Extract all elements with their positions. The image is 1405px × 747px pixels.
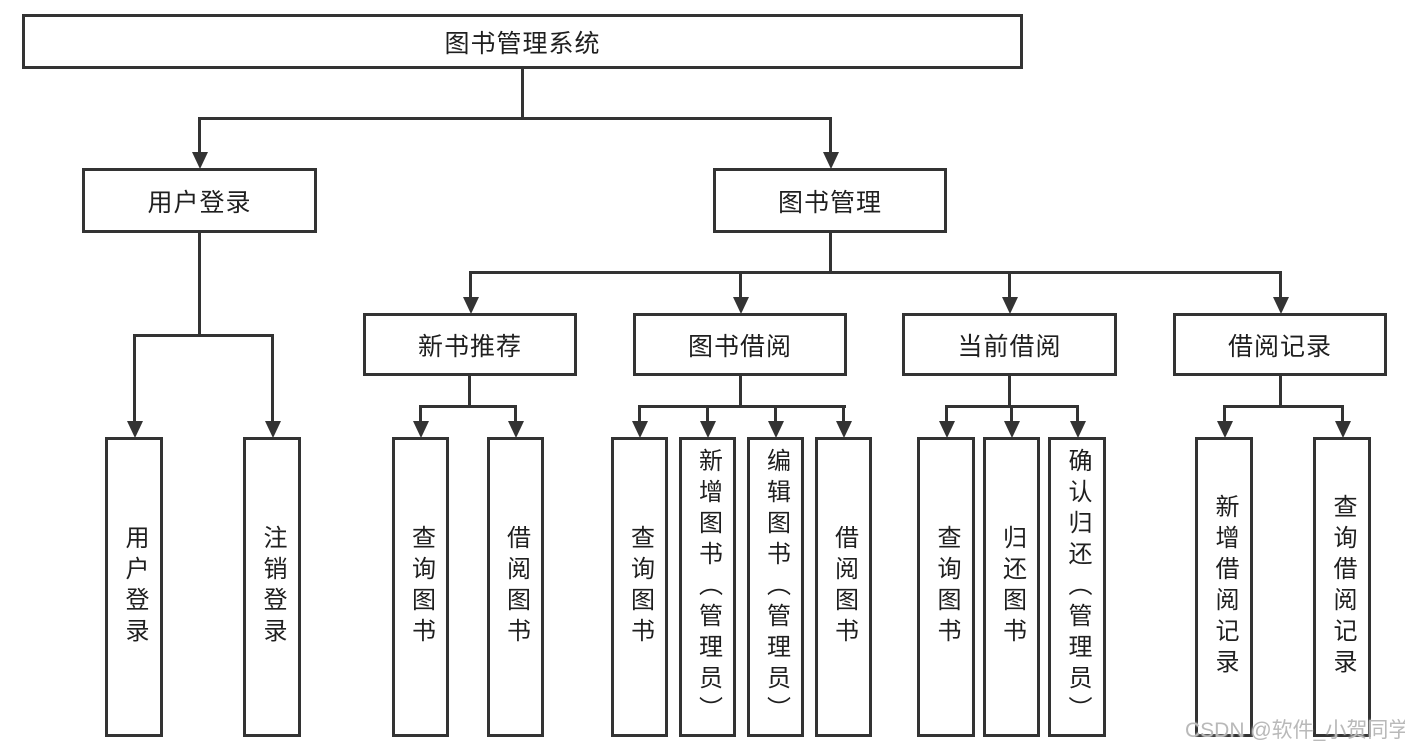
arrow-to-leaf-edit-book <box>774 405 777 421</box>
edge-borrow-record-bar <box>1223 405 1343 408</box>
leaf-label: 归还图书 <box>998 525 1026 649</box>
leaf-label: 新增借阅记录 <box>1211 494 1238 680</box>
edge-current-borrow-stub <box>1008 375 1011 408</box>
node-user-login: 用户登录 <box>82 168 317 233</box>
leaf-edit-book-admin: 编辑图书（管理员） <box>747 437 804 737</box>
edge-new-book-recommend-bar <box>419 405 517 408</box>
arrow-to-book-borrow <box>739 271 742 297</box>
arrow-to-leaf-query-book-2 <box>638 405 641 421</box>
node-label: 图书借阅 <box>687 332 792 361</box>
arrow-to-leaf-return-book <box>1010 405 1013 421</box>
leaf-label: 借阅图书 <box>830 525 858 649</box>
arrow-to-borrow-record <box>1279 271 1282 297</box>
edge-level2-bar <box>198 117 831 120</box>
edge-user-login-bar <box>133 334 274 337</box>
arrow-to-leaf-borrow-book-1 <box>514 405 517 421</box>
arrow-to-leaf-add-book <box>706 405 709 421</box>
arrow-to-leaf-query-book-3 <box>945 405 948 421</box>
edge-borrow-record-stub <box>1279 375 1282 408</box>
node-current-borrow: 当前借阅 <box>902 313 1117 376</box>
edge-level3-bar <box>469 271 1282 274</box>
leaf-label: 新增图书（管理员） <box>694 447 722 727</box>
leaf-label: 查询图书 <box>407 525 435 649</box>
node-label: 借阅记录 <box>1227 332 1332 361</box>
leaf-label: 编辑图书（管理员） <box>762 447 790 727</box>
leaf-query-book-3: 查询图书 <box>917 437 975 737</box>
arrow-to-current-borrow <box>1008 271 1011 297</box>
edge-book-borrow-stub <box>739 375 742 408</box>
node-label: 新书推荐 <box>417 332 522 361</box>
leaf-label: 查询图书 <box>626 525 654 649</box>
edge-new-book-recommend-stub <box>468 375 471 408</box>
leaf-add-book-admin: 新增图书（管理员） <box>679 437 736 737</box>
leaf-query-borrow-record: 查询借阅记录 <box>1313 437 1371 737</box>
node-label: 图书管理 <box>777 188 882 217</box>
leaf-label: 查询借阅记录 <box>1329 494 1356 680</box>
node-label: 图书管理系统 <box>444 29 601 58</box>
node-borrow-record: 借阅记录 <box>1173 313 1387 376</box>
node-book-borrow: 图书借阅 <box>633 313 847 376</box>
leaf-query-book-1: 查询图书 <box>392 437 449 737</box>
leaf-label: 查询图书 <box>933 525 960 649</box>
arrow-to-leaf-user-login <box>133 334 136 421</box>
arrow-to-leaf-borrow-book-2 <box>842 405 845 421</box>
leaf-borrow-book-2: 借阅图书 <box>815 437 872 737</box>
leaf-label: 注销登录 <box>259 525 286 649</box>
arrow-to-new-book-recommend <box>469 271 472 297</box>
node-library-system: 图书管理系统 <box>22 14 1023 69</box>
leaf-add-borrow-record: 新增借阅记录 <box>1195 437 1253 737</box>
leaf-label: 用户登录 <box>121 525 148 649</box>
edge-root-stub <box>521 69 524 117</box>
edge-book-borrow-bar <box>638 405 846 408</box>
leaf-logout: 注销登录 <box>243 437 301 737</box>
leaf-user-login: 用户登录 <box>105 437 163 737</box>
arrow-to-leaf-add-borrow-record <box>1223 405 1226 421</box>
node-book-management: 图书管理 <box>713 168 947 233</box>
arrow-to-leaf-query-book-1 <box>419 405 422 421</box>
leaf-return-book: 归还图书 <box>983 437 1040 737</box>
leaf-query-book-2: 查询图书 <box>611 437 668 737</box>
arrow-to-leaf-logout <box>271 334 274 421</box>
node-new-book-recommend: 新书推荐 <box>363 313 577 376</box>
leaf-borrow-book-1: 借阅图书 <box>487 437 544 737</box>
edge-book-management-stub <box>829 232 832 273</box>
leaf-label: 确认归还（管理员） <box>1064 447 1091 727</box>
arrow-to-user-login <box>198 117 201 152</box>
node-label: 当前借阅 <box>957 332 1062 361</box>
edge-user-login-stub <box>198 232 201 337</box>
leaf-label: 借阅图书 <box>502 525 530 649</box>
arrow-to-leaf-confirm-return <box>1076 405 1079 421</box>
arrow-to-book-management <box>829 117 832 152</box>
watermark: CSDN @软件_小贺同学 <box>1185 719 1405 742</box>
arrow-to-leaf-query-borrow-record <box>1341 405 1344 421</box>
node-label: 用户登录 <box>147 188 252 217</box>
leaf-confirm-return-admin: 确认归还（管理员） <box>1048 437 1106 737</box>
